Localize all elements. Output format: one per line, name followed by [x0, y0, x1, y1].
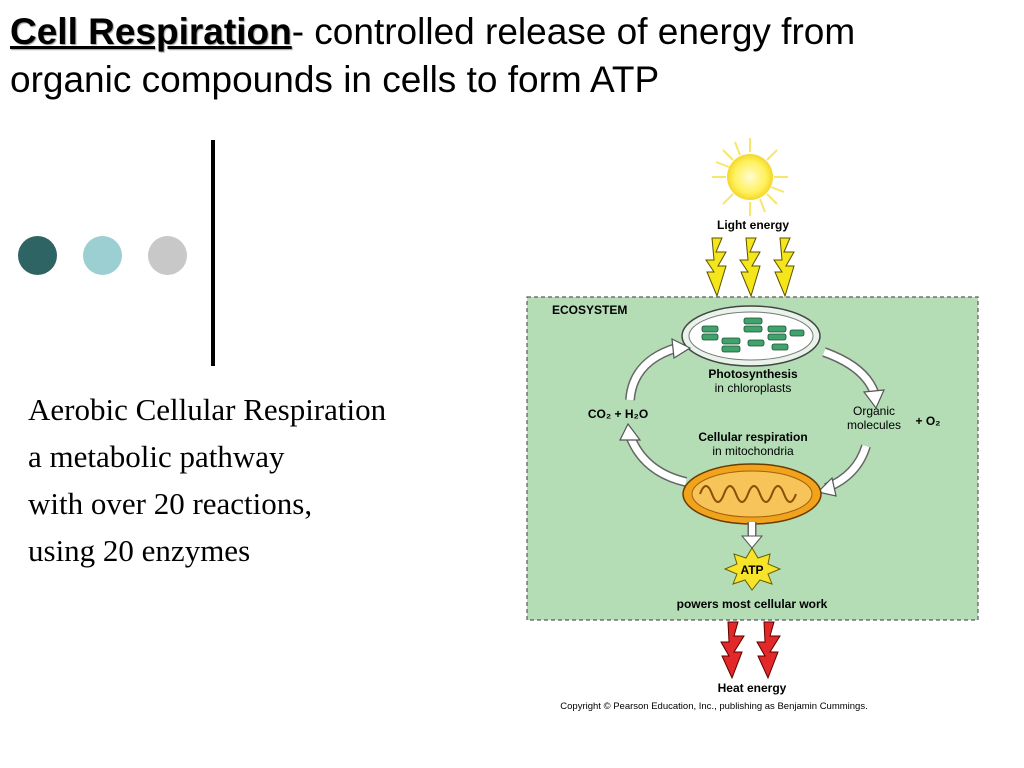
light-bolt-icon: [773, 237, 795, 298]
photosynthesis-label: Photosynthesis: [708, 367, 798, 381]
powers-label: powers most cellular work: [677, 597, 828, 611]
body-line-2: a metabolic pathway: [28, 439, 285, 474]
atp-label: ATP: [740, 563, 763, 577]
light-bolt-icon: [705, 237, 727, 298]
heat-energy-label: Heat energy: [718, 681, 787, 695]
title-definition: - controlled release of energy from orga…: [10, 11, 856, 100]
mitochondrion-icon: [682, 463, 822, 525]
copyright-text: Copyright © Pearson Education, Inc., pub…: [560, 701, 867, 712]
sun-icon: [712, 138, 788, 216]
light-energy-label: Light energy: [717, 218, 789, 232]
light-bolt-icon: [739, 237, 761, 298]
organic-label: Organic: [853, 404, 895, 418]
chloroplast-icon: [681, 305, 821, 367]
decorative-dot-dark: [18, 236, 57, 275]
title-term: Cell Respiration: [10, 11, 292, 52]
decorative-dot-light: [83, 236, 122, 275]
body-line-3: with over 20 reactions,: [28, 486, 313, 521]
body-line-1: Aerobic Cellular Respiration: [28, 392, 387, 427]
body-line-4: using 20 enzymes: [28, 533, 251, 568]
decorative-dot-gray: [148, 236, 187, 275]
body-text: Aerobic Cellular Respiration a metabolic…: [28, 386, 386, 574]
oxygen-label: + O₂: [915, 414, 940, 428]
heat-bolt-icon: [720, 621, 745, 680]
molecules-label: molecules: [847, 418, 901, 432]
cellular-respiration-location-label: in mitochondria: [712, 444, 794, 458]
atp-starburst-icon: [723, 547, 782, 591]
vertical-divider: [211, 140, 215, 366]
photosynthesis-location-label: in chloroplasts: [715, 381, 792, 395]
ecosystem-label: ECOSYSTEM: [552, 303, 627, 317]
co2-h2o-label: CO₂ + H₂O: [588, 407, 648, 421]
slide-title: Cell Respiration- controlled release of …: [10, 8, 890, 104]
heat-bolt-icon: [756, 621, 781, 680]
cellular-respiration-label: Cellular respiration: [698, 430, 807, 444]
